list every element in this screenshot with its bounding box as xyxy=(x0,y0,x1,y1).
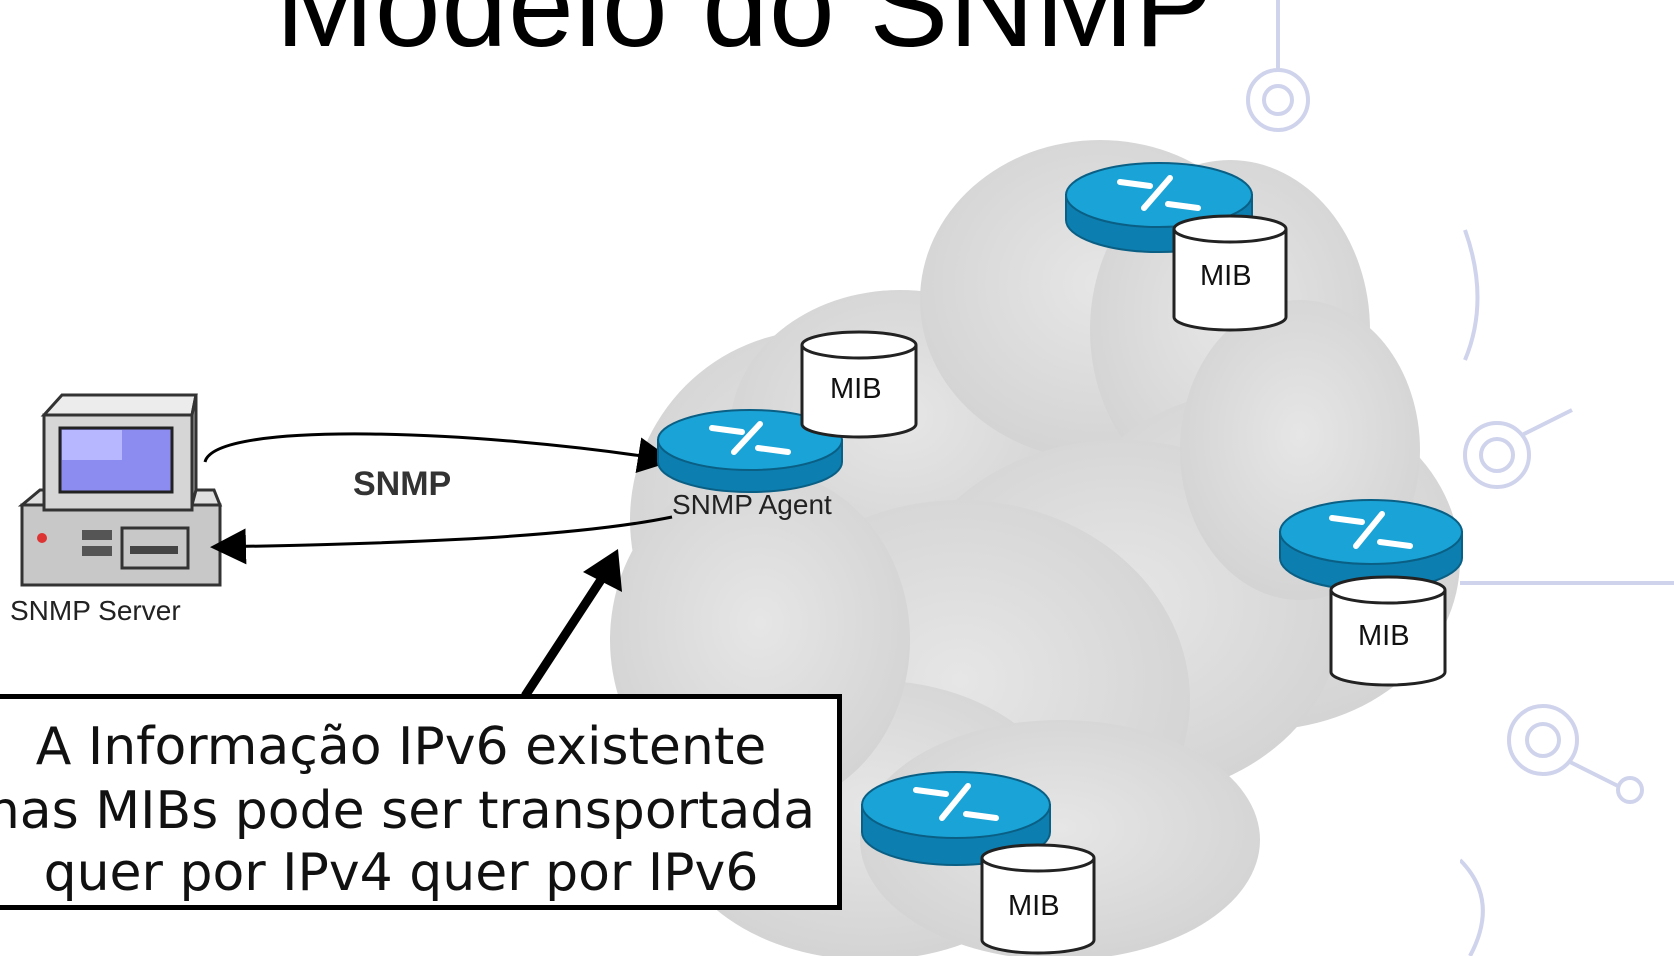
note-pointer-arrow xyxy=(521,563,614,699)
note-line-2: nas MIBs pode ser transportada xyxy=(0,781,816,841)
background-watermark xyxy=(1246,0,1674,956)
router-right-mib-database xyxy=(1329,575,1447,687)
agent-mib-label: MIB xyxy=(830,373,882,405)
note-line-1: A Informação IPv6 existente xyxy=(35,717,767,777)
snmp-request-arrow xyxy=(203,432,674,474)
ipv6-note-box: A Informação IPv6 existente nas MIBs pod… xyxy=(0,694,842,910)
note-line-3: quer por IPv4 quer por IPv6 xyxy=(43,843,759,903)
slide-title: Modelo do SNMP xyxy=(275,0,1215,72)
snmp-response-arrow xyxy=(210,515,673,565)
snmp-server-computer xyxy=(17,393,223,587)
router-right-icon xyxy=(1279,499,1463,591)
snmp-agent-label: SNMP Agent xyxy=(672,489,832,520)
snmp-server-label: SNMP Server xyxy=(10,595,181,626)
router-top-mib-database xyxy=(1172,214,1288,332)
router-right-mib-label: MIB xyxy=(1358,620,1410,652)
router-bottom-mib-label: MIB xyxy=(1008,890,1060,922)
router-top-icon xyxy=(1065,162,1253,253)
agent-mib-database xyxy=(800,330,918,439)
router-bottom-icon xyxy=(861,771,1051,866)
note-pointer-arrowhead xyxy=(583,549,622,592)
router-bottom-mib-database xyxy=(980,843,1096,955)
router-top-mib-label: MIB xyxy=(1200,260,1252,292)
agent-router-icon xyxy=(657,409,843,493)
snmp-arrow-label: SNMP xyxy=(353,465,451,503)
